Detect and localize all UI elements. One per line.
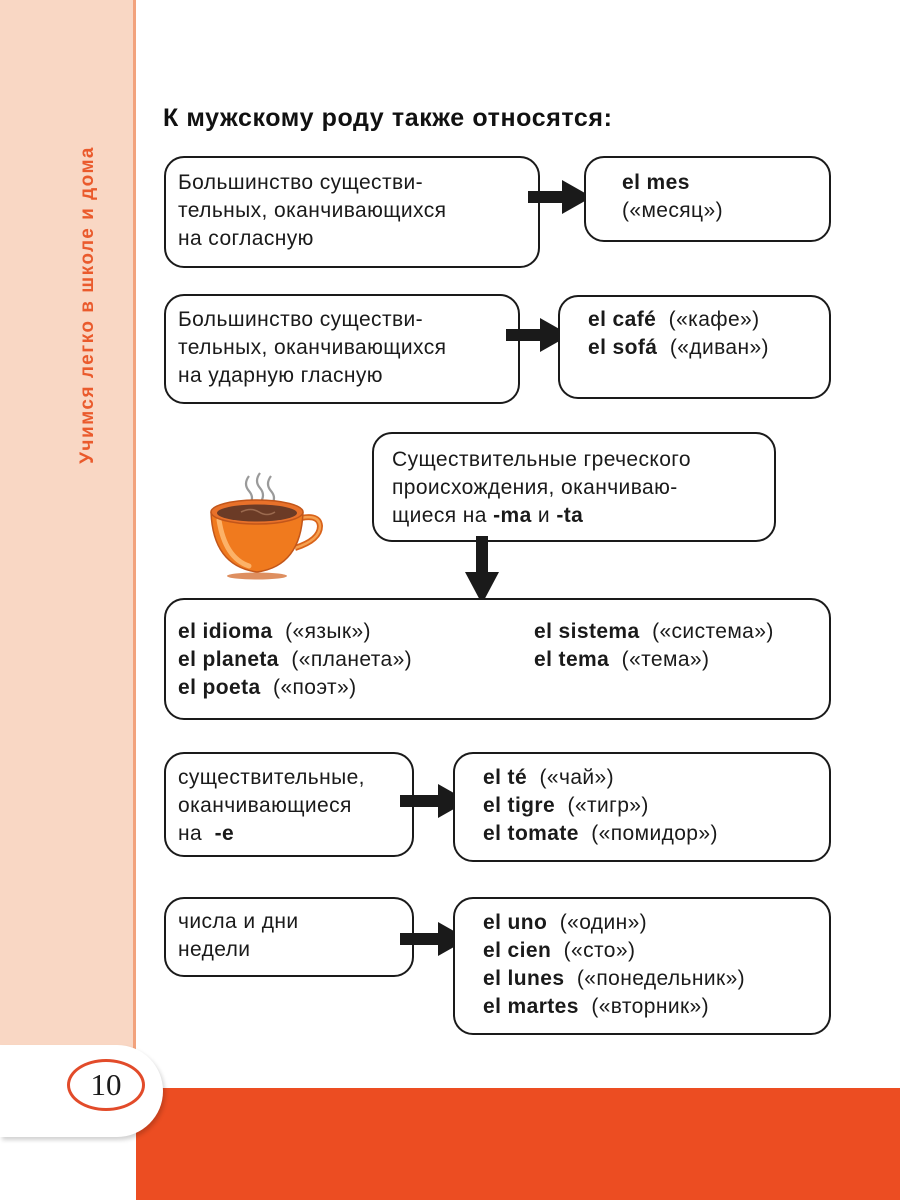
example-el-cien: el cien («сто») [483,939,636,962]
condition-suffix-e: на -e [178,822,235,845]
example-el-martes: el martes («вторник») [483,995,710,1018]
arrow-right-icon [400,922,468,956]
arrow-down-icon [465,536,499,604]
arrow-right-icon [528,180,592,214]
example-gloss-mes: («месяц») [622,199,723,222]
example-el-sistema: el sistema («система») [534,620,774,643]
rule-4-examples: el té («чай») el tigre («тигр») el tomat… [453,752,831,862]
example-el-planeta: el planeta («планета») [178,648,413,671]
rule-3-condition: Существительные греческого происхождения… [372,432,776,542]
rule-4-condition: существительные, оканчивающиеся на -e [164,752,414,857]
example-el-lunes: el lunes («понедельник») [483,967,746,990]
rule-1-examples: el mes («месяц») [584,156,831,242]
rule-2-condition: Большинство существи- тельных, оканчиваю… [164,294,520,404]
example-el-uno: el uno («один») [483,911,648,934]
page-heading: К мужскому роду также относятся: [163,104,613,132]
arrow-right-icon [506,318,570,352]
page-number: 10 [67,1059,145,1111]
arrow-right-icon [400,784,468,818]
rule-2-examples: el café («кафе») el sofá («диван») [558,295,831,399]
sidebar: Учимся легко в школе и дома [0,0,136,1200]
rule-5-examples: el uno («один») el cien («сто») el lunes… [453,897,831,1035]
sidebar-title: Учимся легко в школе и дома [77,146,98,464]
example-el-mes: el mes [622,171,690,194]
example-el-tema: el tema («тема») [534,648,710,671]
example-el-sofa: el sofá («диван») [588,336,769,359]
coffee-cup-icon [210,472,324,580]
rule-3-examples: el idioma («язык») el planeta («планета»… [164,598,831,720]
example-el-idioma: el idioma («язык») [178,620,371,643]
example-el-cafe: el café («кафе») [588,308,760,331]
rule-5-condition: числа и дни недели [164,897,414,977]
example-el-tigre: el tigre («тигр») [483,794,649,817]
example-el-tomate: el tomate («помидор») [483,822,718,845]
rule-1-condition: Большинство существи- тельных, оканчиваю… [164,156,540,268]
condition-suffixes: щиеся на -ma и -ta [392,504,584,527]
example-el-te: el té («чай») [483,766,615,789]
example-el-poeta: el poeta («поэт») [178,676,357,699]
